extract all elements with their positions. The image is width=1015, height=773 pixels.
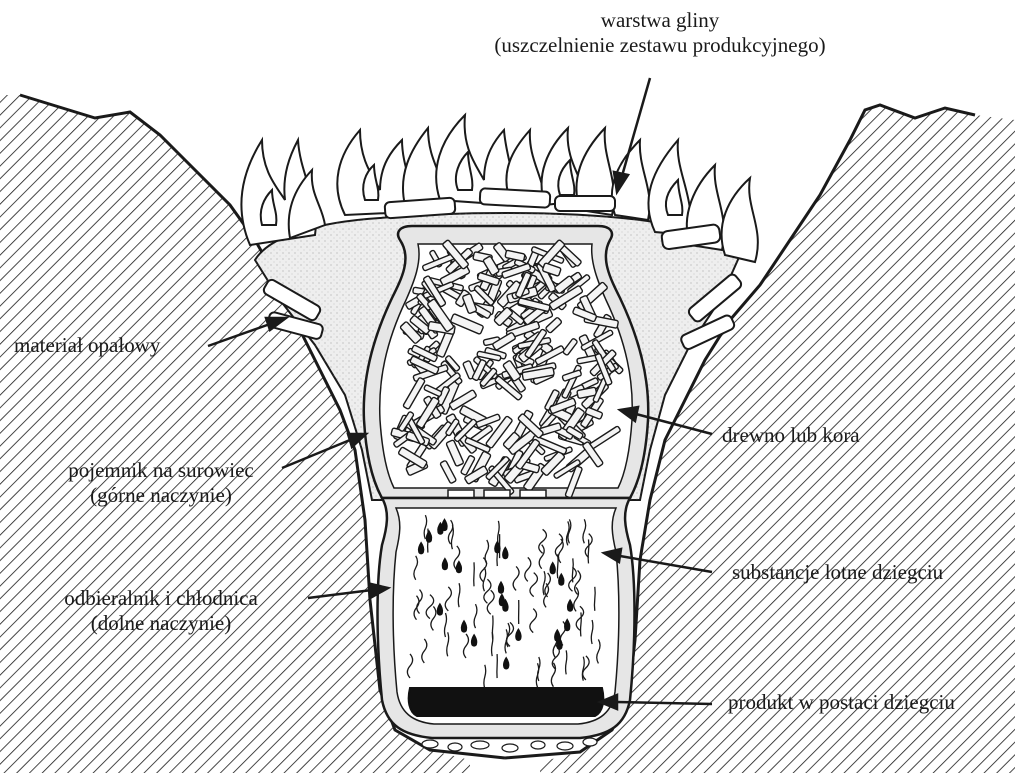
label-fuel: materiał opałowy	[14, 333, 160, 358]
label-upper-vessel-line1: pojemnik na surowiec	[36, 458, 286, 483]
fume-wisp	[581, 612, 582, 636]
fume-wisp	[474, 562, 475, 586]
label-product: produkt w postaci dziegciu	[728, 690, 955, 715]
tar-product	[409, 688, 604, 716]
label-wood-line1: drewno lub kora	[722, 423, 860, 448]
label-product-line1: produkt w postaci dziegciu	[728, 690, 955, 715]
fume-wisp	[557, 554, 558, 578]
label-clay-layer-line1: warstwa gliny	[430, 8, 890, 33]
label-upper-vessel-line2: (górne naczynie)	[36, 483, 286, 508]
label-clay-layer-line2: (uszczelnienie zestawu produkcyjnego)	[430, 33, 890, 58]
label-lower-vessel: odbieralnik i chłodnica (dolne naczynie)	[16, 586, 306, 636]
fume-wisp	[492, 615, 493, 639]
base-pebbles	[422, 738, 597, 752]
fume-wisp	[594, 587, 595, 611]
label-fuel-line1: materiał opałowy	[14, 333, 160, 358]
label-lower-vessel-line1: odbieralnik i chłodnica	[16, 586, 306, 611]
fume-wisp	[588, 539, 589, 563]
label-volatiles: substancje lotne dziegciu	[732, 560, 943, 585]
label-wood: drewno lub kora	[722, 423, 860, 448]
label-lower-vessel-line2: (dolne naczynie)	[16, 611, 306, 636]
label-upper-vessel: pojemnik na surowiec (górne naczynie)	[36, 458, 286, 508]
label-volatiles-line1: substancje lotne dziegciu	[732, 560, 943, 585]
label-clay-layer: warstwa gliny (uszczelnienie zestawu pro…	[430, 8, 890, 58]
